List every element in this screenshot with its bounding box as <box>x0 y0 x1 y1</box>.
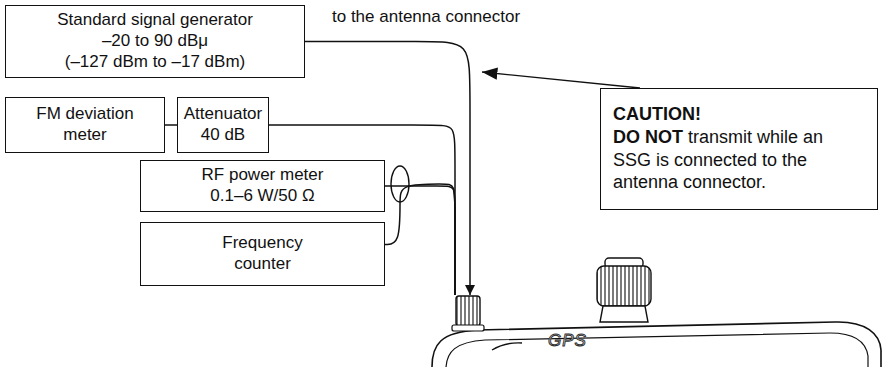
radio-speaker-slot <box>492 343 522 350</box>
antenna-connector <box>456 296 480 326</box>
box-label: FM deviation meter <box>14 104 156 145</box>
volume-knob-base <box>600 306 648 322</box>
power-meter-box: RF power meter0.1–6 W/50 Ω <box>140 160 385 212</box>
box-label: Frequency counter <box>208 233 318 274</box>
box-label: –20 to 90 dBμ <box>102 31 208 52</box>
box-label: RF power meter <box>202 165 324 186</box>
caution-heading: CAUTION! <box>613 104 701 126</box>
cable <box>385 184 455 295</box>
caution-leader <box>482 72 640 88</box>
caution-box: CAUTION!DO NOT transmit while an SSG is … <box>600 88 878 210</box>
box-label: 0.1–6 W/50 Ω <box>210 186 314 207</box>
deviation-meter-box: FM deviation meter <box>5 97 165 153</box>
box-label: Standard signal generator <box>57 10 253 31</box>
volume-knob <box>597 266 651 306</box>
cable <box>165 124 177 126</box>
box-label: DO NOT transmit while an SSG is connecte… <box>613 126 865 194</box>
box-label: (–127 dBm to –17 dBm) <box>65 52 245 73</box>
radio-body-inner <box>446 333 868 367</box>
attenuator-box: Attenuator40 dB <box>177 97 269 153</box>
cable-label: to the antenna connector <box>330 7 522 27</box>
radio-body: GPS <box>430 295 883 367</box>
radio-body <box>432 322 881 367</box>
box-label: Attenuator <box>184 104 262 125</box>
model-badge: GPS <box>548 331 587 352</box>
box-label: 40 dB <box>201 125 245 146</box>
frequency-counter-box: Frequency counter <box>140 222 385 286</box>
antenna-connector-base <box>452 325 484 331</box>
signal-generator-box: Standard signal generator–20 to 90 dBμ(–… <box>5 5 305 78</box>
